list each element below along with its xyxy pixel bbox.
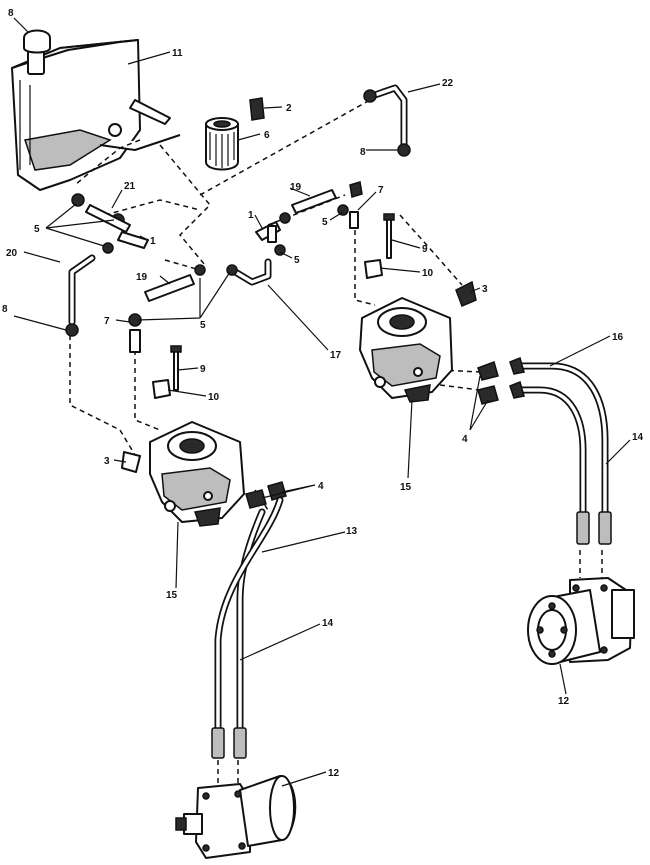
callout-4-left: 4: [318, 481, 324, 492]
bracket-10-right: [364, 259, 383, 279]
callout-22-tube: 22: [442, 78, 454, 89]
callout-19-left: 19: [136, 272, 148, 283]
callout-14-right-hose: 14: [632, 432, 644, 443]
callout-20-elbow: 20: [6, 248, 18, 259]
callout-13-hose: 13: [346, 526, 358, 537]
callout-5-left: 5: [34, 224, 40, 235]
fitting-3-left: [121, 451, 141, 473]
elbow-tube-20: [65, 254, 96, 337]
callout-5-mid: 5: [294, 255, 300, 266]
callout-8-filler: 8: [8, 8, 14, 19]
callout-9-right: 9: [422, 244, 428, 255]
tube-19-left: [144, 264, 206, 302]
callout-14-left-hose: 14: [322, 618, 334, 629]
callout-leader-lines: [13, 17, 631, 787]
bolt-9-right: [383, 213, 395, 259]
callout-7-right: 7: [378, 185, 384, 196]
bracket-10-left: [152, 379, 171, 399]
fittings-4-right: [477, 361, 499, 405]
callout-12-left-motor: 12: [328, 768, 340, 779]
hydraulic-motor-right: [527, 577, 635, 665]
callout-8-left: 8: [2, 304, 8, 315]
callout-1-mid: 1: [248, 210, 254, 221]
callout-3-right: 3: [482, 284, 488, 295]
hydraulic-motor-left: [175, 775, 297, 859]
callout-5-lower: 5: [200, 320, 206, 331]
bolt-9-left: [170, 345, 182, 391]
fitting-7-left: [128, 313, 142, 353]
oil-filter-element: [205, 117, 239, 171]
callout-7-left: 7: [104, 316, 110, 327]
tube-21: [85, 204, 131, 233]
callout-4-right: 4: [462, 434, 468, 445]
hose-pair-right: [509, 356, 612, 545]
hydraulic-pump-right: [359, 297, 453, 403]
tube-22: [363, 84, 411, 157]
callout-12-right-motor: 12: [558, 696, 570, 707]
callout-16-hose: 16: [612, 332, 624, 343]
tube-19-top: [291, 189, 337, 214]
fitting-1-left: [117, 231, 149, 249]
callout-1-left: 1: [150, 236, 156, 247]
callout-3-left: 3: [104, 456, 110, 467]
callout-6-filter: 6: [264, 130, 270, 141]
hydraulic-reservoir-tank: [11, 39, 181, 191]
callout-15-right-pump: 15: [400, 482, 412, 493]
fitting-3-right: [455, 280, 477, 307]
callout-11-reservoir: 11: [172, 48, 183, 59]
callout-2-fitting: 2: [286, 103, 292, 114]
callout-10-left: 10: [208, 392, 220, 403]
elbow-tube-17: [226, 258, 272, 286]
callout-5-right-top: 5: [322, 217, 328, 228]
callout-9-left: 9: [200, 364, 206, 375]
callout-17-elbow: 17: [330, 350, 342, 361]
callout-labels: 8 11 2 6 22 8 21 5 1 1 19 7 5 5 20 9 10 …: [2, 8, 644, 779]
callout-10-right: 10: [422, 268, 434, 279]
filler-breather-cap: [23, 29, 51, 75]
hydraulic-pump-left: [149, 421, 245, 527]
hose-pair-left: [211, 496, 284, 759]
callout-21-tube: 21: [124, 181, 136, 192]
callout-19-top: 19: [290, 182, 302, 193]
callout-8-tube: 8: [360, 147, 366, 158]
callout-15-left-pump: 15: [166, 590, 178, 601]
fitting-2: [249, 97, 265, 121]
fitting-8-right: [337, 181, 363, 229]
tee-fitting-1-mid: [255, 212, 291, 256]
